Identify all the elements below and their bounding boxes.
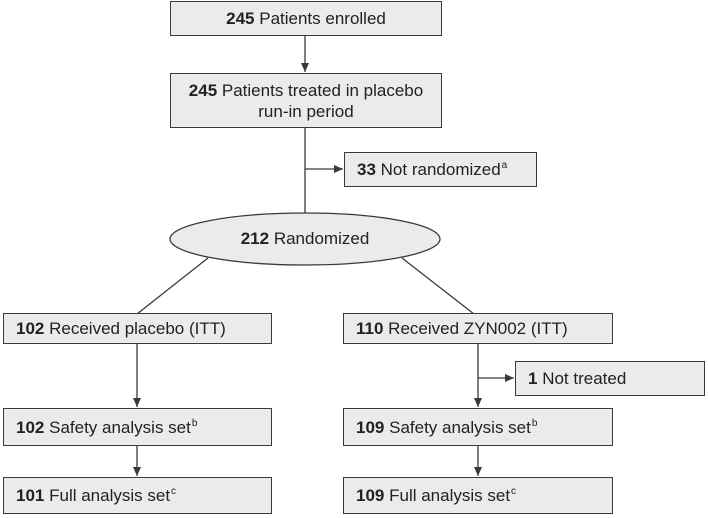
- full-zyn-count: 109: [356, 486, 385, 505]
- safety-zyn-box: 109 Safety analysis setb: [343, 408, 613, 446]
- randomized-count: 212: [240, 229, 270, 248]
- safety-placebo-count: 102: [16, 417, 45, 437]
- zyn-label: Received ZYN002 (ITT): [388, 319, 568, 338]
- not-randomized-label: Not randomized: [380, 160, 501, 179]
- zyn-count: 110: [356, 319, 384, 338]
- footnote-c: c: [511, 486, 517, 497]
- enrolled-count: 245: [226, 9, 255, 28]
- not-randomized-box: 33 Not randomizeda: [344, 152, 537, 187]
- full-placebo-label: Full analysis set: [49, 486, 171, 505]
- randomized-ellipse: [169, 212, 441, 266]
- not-treated-label: Not treated: [542, 369, 627, 388]
- runin-count: 245: [188, 80, 218, 100]
- enrolled-box: 245 Patients enrolled: [170, 1, 442, 36]
- not-treated-box: 1 Not treated: [515, 361, 705, 396]
- safety-placebo-label: Safety analysis set: [49, 417, 191, 437]
- footnote-c: c: [171, 486, 177, 497]
- not-randomized-count: 33: [357, 160, 376, 179]
- runin-label-line1: Patients treated in placebo: [221, 80, 424, 100]
- line-to-zyn-branch: [401, 257, 475, 315]
- not-treated-count: 1: [528, 369, 538, 388]
- placebo-box: 102 Received placebo (ITT): [3, 313, 272, 344]
- line-to-placebo-branch: [136, 257, 209, 315]
- zyn-box: 110 Received ZYN002 (ITT): [343, 313, 613, 344]
- full-placebo-box: 101 Full analysis setc: [3, 477, 272, 514]
- footnote-b: b: [191, 417, 198, 429]
- safety-zyn-label: Safety analysis set: [389, 417, 531, 437]
- placebo-count: 102: [16, 319, 45, 338]
- footnote-a: a: [501, 160, 508, 171]
- safety-placebo-box: 102 Safety analysis setb: [3, 408, 272, 446]
- runin-label-line2: run-in period: [258, 101, 354, 121]
- full-zyn-box: 109 Full analysis setc: [343, 477, 613, 514]
- randomized-label-wrap: 212 Randomized: [170, 212, 440, 266]
- full-placebo-count: 101: [16, 486, 45, 505]
- randomized-label: Randomized: [273, 229, 370, 248]
- footnote-b: b: [531, 417, 538, 429]
- safety-zyn-count: 109: [356, 417, 385, 437]
- enrolled-label: Patients enrolled: [259, 9, 386, 28]
- full-zyn-label: Full analysis set: [389, 486, 511, 505]
- placebo-label: Received placebo (ITT): [49, 319, 226, 338]
